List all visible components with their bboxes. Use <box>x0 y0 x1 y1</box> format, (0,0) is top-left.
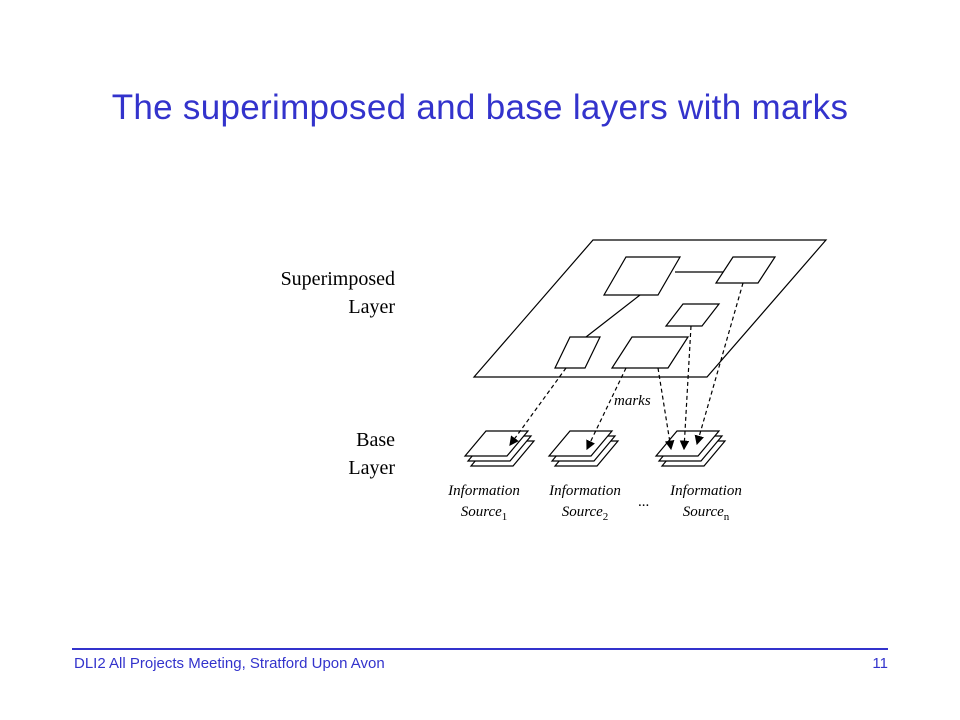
source-n-line1: Information <box>670 483 742 499</box>
source-label-1: Information Source1 <box>429 481 539 528</box>
base-label-line2: Layer <box>348 457 395 479</box>
source-2-line1: Information <box>549 483 621 499</box>
source-1-line1: Information <box>448 483 520 499</box>
superimposed-label-line2: Layer <box>348 296 395 318</box>
footer-text: DLI2 All Projects Meeting, Stratford Upo… <box>74 655 385 672</box>
mark-box <box>610 336 690 369</box>
base-layer-label: Base Layer <box>300 426 395 482</box>
ellipsis: ... <box>638 494 650 510</box>
source-label-2: Information Source2 <box>530 481 640 528</box>
mark-arrow <box>586 367 627 451</box>
superimposed-layer-label: Superimposed Layer <box>230 265 395 321</box>
mark-box <box>602 256 682 296</box>
mark-arrow <box>657 367 675 451</box>
mark-box <box>714 256 777 284</box>
source-2-line2: Source <box>561 504 603 520</box>
source-n-subscript: n <box>723 511 730 523</box>
superimposed-label-line1: Superimposed <box>280 268 395 290</box>
marks-label: marks <box>614 393 651 409</box>
mark-arrow <box>509 367 567 446</box>
information-source-stack-2 <box>547 430 620 467</box>
footer-divider <box>72 648 888 650</box>
source-2-subscript: 2 <box>602 511 609 523</box>
mark-box <box>554 336 601 369</box>
mark-box <box>664 303 721 327</box>
source-1-line2: Source <box>460 504 502 520</box>
base-label-line1: Base <box>356 429 395 451</box>
information-source-stack-n <box>654 430 727 467</box>
source-1-subscript: 1 <box>501 511 508 523</box>
source-label-n: Information Sourcen <box>651 481 761 528</box>
mark-connector <box>585 294 641 338</box>
page-number: 11 <box>872 655 888 672</box>
information-source-stack-1 <box>463 430 536 467</box>
slide-title: The superimposed and base layers with ma… <box>111 88 849 127</box>
source-n-line2: Source <box>682 504 724 520</box>
